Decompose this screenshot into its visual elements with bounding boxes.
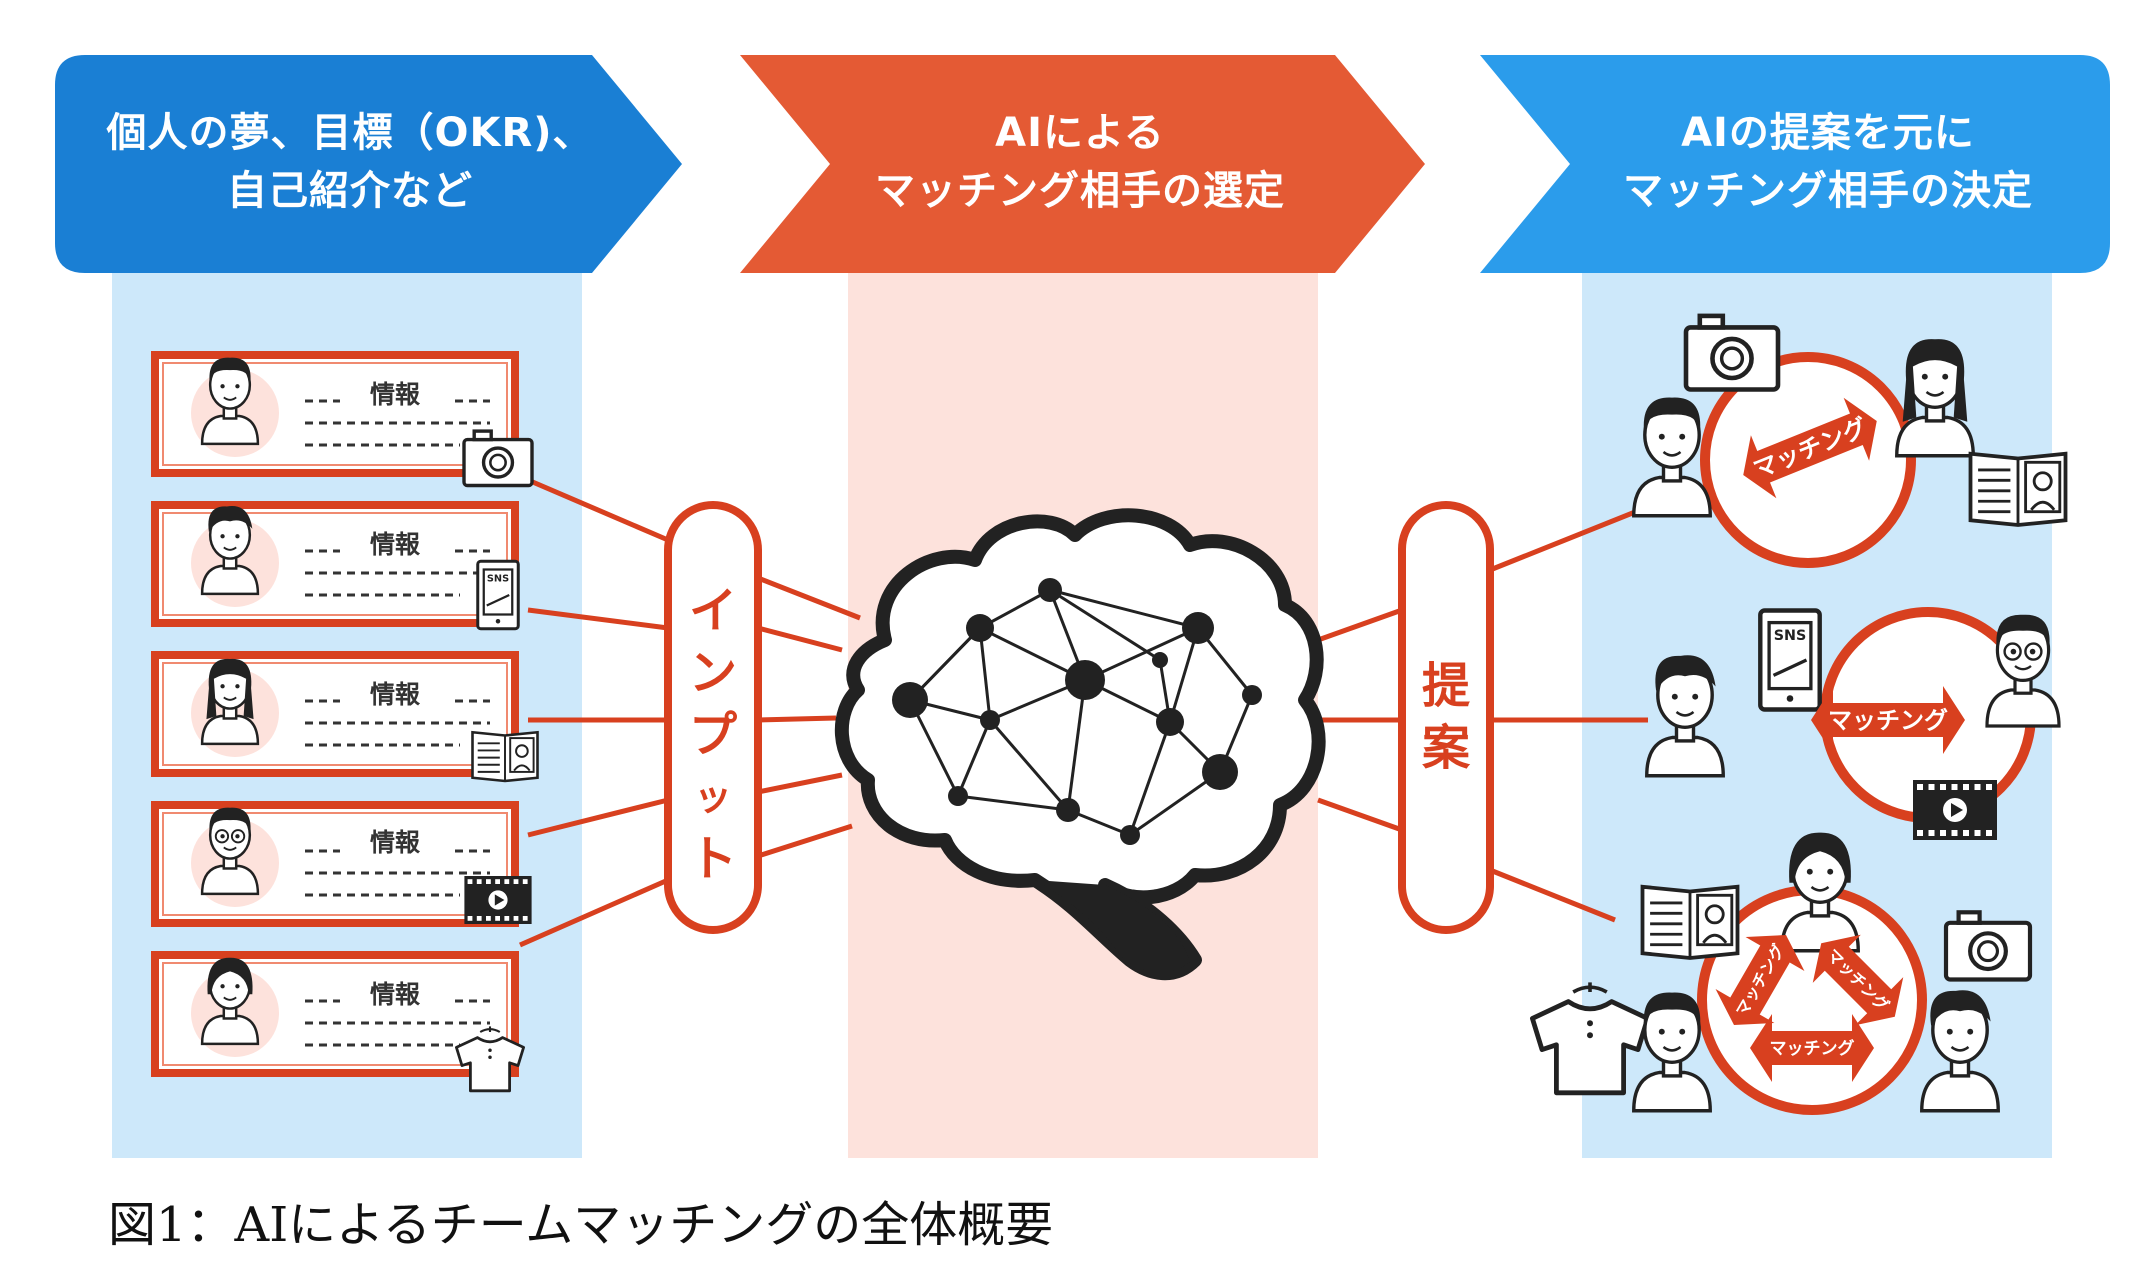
proposal-label: 提案 <box>1411 655 1481 779</box>
person-icon <box>200 658 260 746</box>
person-icon <box>1632 992 1712 1113</box>
brain-node <box>948 786 968 806</box>
sns-phone-icon: SNS <box>1758 608 1822 712</box>
camera-icon <box>1683 313 1781 392</box>
brain-node <box>966 614 994 642</box>
brain-input-lines <box>757 575 861 859</box>
info-card <box>151 501 519 627</box>
input-label: インプット <box>678 580 748 890</box>
brain-icon <box>834 508 1326 981</box>
proposal-label-char: 提 <box>1421 658 1470 714</box>
brain-node <box>1152 652 1168 668</box>
header-arrow-2 <box>740 55 1425 273</box>
card-label-3: 情報 <box>370 680 421 709</box>
person-icon <box>1645 655 1725 778</box>
brain-node <box>1038 578 1062 602</box>
brain-node <box>1120 825 1140 845</box>
input-label-char: イ <box>688 583 737 639</box>
brain-edge <box>1066 679 1087 811</box>
input-lines <box>518 477 670 948</box>
figure-caption: 図1：AIによるチームマッチングの全体概要 <box>108 1197 1054 1253</box>
person-icon <box>200 807 260 896</box>
person-icon <box>1895 339 1975 458</box>
proposal-label-char: 案 <box>1421 720 1470 776</box>
brain-node <box>1202 754 1238 790</box>
brain-edge <box>1168 627 1200 723</box>
header-arrow-3 <box>1480 55 2110 273</box>
brain-edge <box>1049 588 1199 630</box>
header-2-line2: マッチング相手の選定 <box>875 168 1285 214</box>
brain-edge <box>1128 721 1172 836</box>
header-2-text: AIによる マッチング相手の選定 <box>800 104 1360 220</box>
person-icon <box>200 957 260 1046</box>
person-icon <box>200 357 260 446</box>
sns-phone-icon: SNS <box>476 559 520 631</box>
matching-badge: マッチング <box>1750 1014 1874 1082</box>
video-film-icon <box>464 876 532 924</box>
brain-edge <box>988 719 1070 811</box>
header-3-line1: AIの提案を元に <box>1681 110 1975 156</box>
shirt-icon <box>455 1026 525 1093</box>
brain-edge <box>978 627 992 721</box>
brain-edge <box>956 719 992 797</box>
input-label-char: ト <box>688 831 737 887</box>
brain-node <box>892 682 928 718</box>
input-label-char: ン <box>688 645 737 701</box>
person-icon <box>1632 397 1712 518</box>
input-label-char: ッ <box>693 775 732 819</box>
person-icon <box>1920 990 2000 1113</box>
info-card <box>151 801 519 927</box>
person-icon <box>200 506 260 596</box>
brain-edge <box>1049 588 1161 662</box>
profile-document-icon <box>1640 884 1740 960</box>
person-icon <box>1780 832 1860 953</box>
header-3-text: AIの提案を元に マッチング相手の決定 <box>1548 104 2108 220</box>
card-label-4: 情報 <box>370 828 421 857</box>
input-label-char: プ <box>688 707 737 763</box>
header-2-line1: AIによる <box>995 110 1165 156</box>
info-card <box>151 951 519 1077</box>
matching-label: マッチング <box>1770 1038 1855 1059</box>
sns-text: SNS <box>487 574 509 585</box>
matching-badge: マッチング <box>1811 686 1965 754</box>
brain-node <box>1065 660 1105 700</box>
header-3-line2: マッチング相手の決定 <box>1623 168 2033 214</box>
info-card <box>151 651 519 777</box>
header-1-line1: 個人の夢、目標（OKR)、 <box>106 110 594 156</box>
brain-node <box>1156 708 1184 736</box>
proposal-pill <box>1398 501 1494 934</box>
camera-icon <box>462 429 534 488</box>
output-lines <box>1489 507 1648 923</box>
info-card <box>151 351 519 477</box>
card-label-1: 情報 <box>370 380 421 409</box>
card-label-2: 情報 <box>370 530 421 559</box>
shirt-icon <box>1529 982 1651 1096</box>
brain-node <box>1056 798 1080 822</box>
brain-edge <box>957 794 1069 812</box>
brain-node <box>1182 612 1214 644</box>
profile-document-icon <box>1968 451 2068 527</box>
brain-edge <box>1084 626 1199 682</box>
header-1-text: 個人の夢、目標（OKR)、 自己紹介など <box>80 104 620 220</box>
brain-node <box>1242 685 1262 705</box>
brain-edge <box>1129 770 1221 837</box>
header-1-line2: 自己紹介など <box>227 168 473 214</box>
brain-node <box>980 710 1000 730</box>
sns-text: SNS <box>1774 628 1807 644</box>
header-arrow-1 <box>55 55 682 273</box>
brain-output-lines <box>1317 607 1403 833</box>
video-film-icon <box>1913 780 1997 840</box>
profile-document-icon <box>471 730 539 783</box>
card-label-5: 情報 <box>370 980 421 1009</box>
matching-label: マッチング <box>1828 707 1948 735</box>
input-pill <box>664 501 762 934</box>
camera-icon <box>1943 910 2033 982</box>
